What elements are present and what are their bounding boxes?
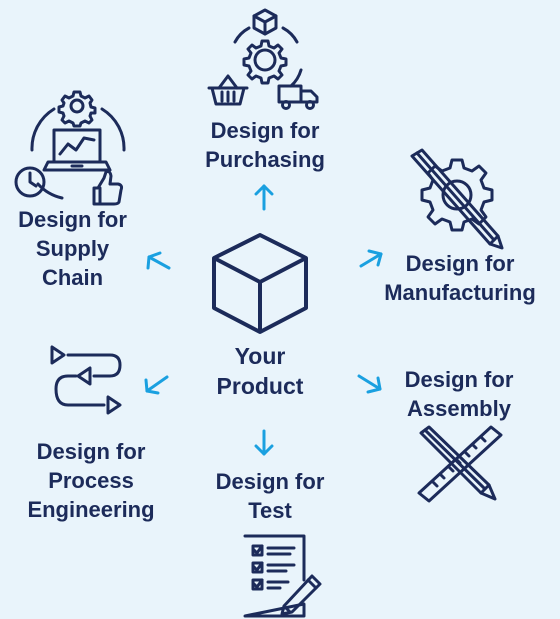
supply-chain-line-3: Chain — [41, 265, 104, 290]
manufacturing-line-1: Design for — [405, 251, 515, 276]
ruler-pencil-icon — [417, 425, 503, 503]
center-line-2: Product — [216, 373, 304, 399]
assembly-label: Design for Assembly — [386, 365, 532, 423]
test-line-2: Test — [248, 498, 292, 523]
center-line-1: Your — [234, 343, 286, 369]
gear-pencil-icon — [410, 148, 504, 250]
process-flow-icon — [50, 345, 122, 415]
supply-chain-label: Design for Supply Chain — [5, 205, 140, 292]
process-engineering-line-1: Design for — [36, 439, 146, 464]
arrow-to-test — [254, 429, 274, 456]
test-label: Design for Test — [190, 467, 350, 525]
arrow-to-assembly — [357, 374, 382, 394]
center-label: Your Product — [206, 341, 314, 401]
supply-chain-line-1: Design for — [18, 207, 127, 232]
process-engineering-label: Design for Process Engineering — [8, 437, 174, 524]
purchasing-label: Design for Purchasing — [185, 116, 345, 174]
process-engineering-line-3: Engineering — [27, 497, 155, 522]
purchasing-gear-icon — [207, 8, 319, 110]
assembly-line-1: Design for — [404, 367, 514, 392]
purchasing-line-1: Design for — [210, 118, 320, 143]
arrow-to-process-engineering — [144, 375, 169, 395]
checklist-icon — [243, 534, 322, 618]
manufacturing-line-2: Manufacturing — [384, 280, 536, 305]
manufacturing-label: Design for Manufacturing — [362, 249, 558, 307]
process-engineering-line-2: Process — [48, 468, 134, 493]
supply-chain-line-2: Supply — [35, 236, 110, 261]
supply-chain-icon — [14, 90, 126, 206]
assembly-line-2: Assembly — [407, 396, 511, 421]
arrow-to-purchasing — [254, 184, 274, 211]
arrow-to-manufacturing — [359, 249, 383, 268]
test-line-1: Design for — [215, 469, 325, 494]
cube-icon — [212, 233, 308, 334]
arrow-to-supply-chain — [146, 251, 171, 270]
purchasing-line-2: Purchasing — [205, 147, 325, 172]
